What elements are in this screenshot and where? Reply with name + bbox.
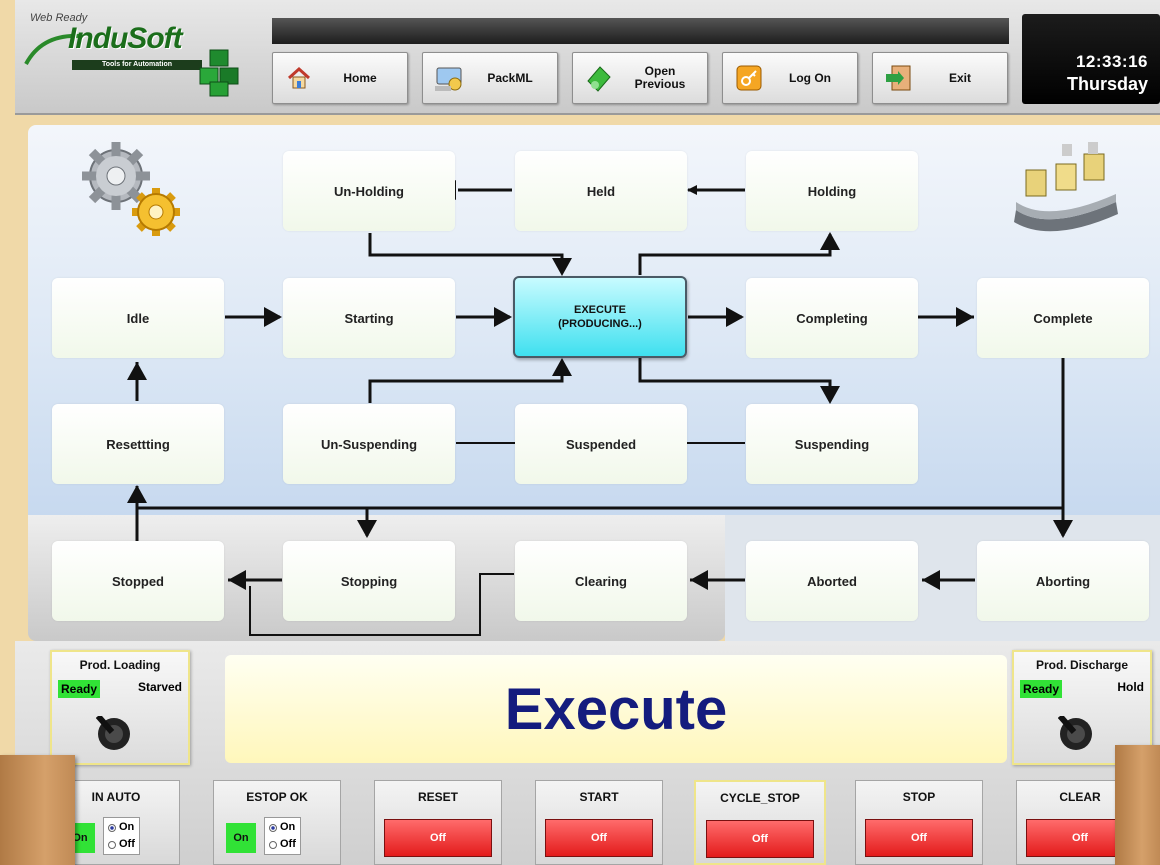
key-icon [729, 58, 769, 98]
state-un-holding[interactable]: Un-Holding [283, 151, 455, 231]
in-auto-radio-group: On Off [103, 817, 140, 855]
open-previous-button-label: Open Previous [634, 64, 686, 91]
clear-title: CLEAR [1059, 790, 1101, 804]
radio-empty-icon [269, 840, 277, 849]
in-auto-title: IN AUTO [91, 790, 141, 804]
radio-selected-icon [108, 823, 116, 832]
state-aborting[interactable]: Aborting [977, 541, 1149, 621]
state-aborted[interactable]: Aborted [746, 541, 918, 621]
state-holding[interactable]: Holding [746, 151, 918, 231]
cycle-stop-button[interactable]: Off [706, 820, 814, 858]
estop-ok-control: ESTOP OK On On Off [213, 780, 341, 865]
gears-icon [82, 142, 180, 236]
stop-title: STOP [902, 790, 936, 804]
state-resetting[interactable]: Resettting [52, 404, 224, 484]
reset-control: RESET Off [374, 780, 502, 865]
state-execute[interactable]: EXECUTE (PRODUCING...) [513, 276, 687, 358]
state-complete[interactable]: Complete [977, 278, 1149, 358]
state-idle[interactable]: Idle [52, 278, 224, 358]
state-un-suspending[interactable]: Un-Suspending [283, 404, 455, 484]
estop-ok-off-radio[interactable]: Off [269, 836, 296, 853]
packml-button[interactable]: PackML [422, 52, 558, 104]
conveyor-icon [1014, 142, 1118, 232]
cardboard-box-right-decoration [1115, 745, 1160, 865]
logo-swoosh-icon [24, 33, 81, 65]
state-held[interactable]: Held [515, 151, 687, 231]
prod-discharge-title: Prod. Discharge [1035, 658, 1129, 672]
radio-empty-icon [108, 840, 116, 849]
cycle-stop-title: CYCLE_STOP [720, 791, 800, 805]
cardboard-box-left-decoration [0, 755, 75, 865]
logo-tagline: Tools for Automation [72, 60, 202, 70]
open-previous-icon [579, 58, 619, 98]
radio-selected-icon [269, 823, 277, 832]
prod-loading-panel: Prod. Loading Ready Starved [50, 650, 190, 765]
cubes-icon [199, 49, 239, 97]
in-auto-off-label: Off [119, 838, 135, 850]
prod-loading-title: Prod. Loading [79, 658, 161, 672]
title-strip [272, 18, 1009, 44]
start-title: START [579, 790, 619, 804]
prod-discharge-hold: Hold [1117, 680, 1144, 694]
estop-ok-indicator: On [226, 823, 256, 853]
start-control: START Off [535, 780, 663, 865]
home-icon [279, 58, 319, 98]
estop-ok-title: ESTOP OK [246, 790, 308, 804]
open-previous-button[interactable]: Open Previous [572, 52, 708, 104]
clock-time: 12:33:16 [1075, 52, 1148, 71]
home-button-label: Home [343, 70, 377, 85]
packml-button-label: PackML [487, 70, 533, 85]
stop-control: STOP Off [855, 780, 983, 865]
state-stopping[interactable]: Stopping [283, 541, 455, 621]
log-on-button-label: Log On [789, 70, 831, 85]
prod-discharge-selector-knob[interactable] [1058, 716, 1094, 752]
clock-display: 12:33:16 Thursday [1022, 14, 1160, 104]
prod-discharge-ready: Ready [1020, 680, 1063, 698]
prod-discharge-panel: Prod. Discharge Ready Hold [1012, 650, 1152, 765]
exit-button-label: Exit [948, 70, 971, 85]
state-suspending[interactable]: Suspending [746, 404, 918, 484]
state-suspended[interactable]: Suspended [515, 404, 687, 484]
stop-button[interactable]: Off [865, 819, 973, 857]
in-auto-on-radio[interactable]: On [108, 819, 135, 836]
indusoft-logo: Web Ready InduSoft Tools for Automation [20, 8, 255, 108]
packml-icon [429, 58, 469, 98]
logo-brand: InduSoft [68, 22, 183, 55]
reset-title: RESET [417, 790, 458, 804]
estop-ok-off-label: Off [280, 838, 296, 850]
in-auto-off-radio[interactable]: Off [108, 836, 135, 853]
clock-day: Thursday [1066, 74, 1148, 94]
exit-button[interactable]: Exit [872, 52, 1008, 104]
current-state-display: Execute [225, 655, 1007, 763]
estop-ok-on-label: On [280, 821, 296, 833]
reset-button[interactable]: Off [384, 819, 492, 857]
in-auto-on-label: On [119, 821, 135, 833]
state-completing[interactable]: Completing [746, 278, 918, 358]
log-on-button[interactable]: Log On [722, 52, 858, 104]
home-button[interactable]: Home [272, 52, 408, 104]
prod-loading-ready: Ready [58, 680, 101, 698]
prod-loading-starved: Starved [137, 680, 182, 694]
state-starting[interactable]: Starting [283, 278, 455, 358]
state-stopped[interactable]: Stopped [52, 541, 224, 621]
start-button[interactable]: Off [545, 819, 653, 857]
exit-icon [879, 58, 919, 98]
estop-ok-radio-group: On Off [264, 817, 301, 855]
cycle-stop-control: CYCLE_STOP Off [694, 780, 826, 865]
state-clearing[interactable]: Clearing [515, 541, 687, 621]
estop-ok-on-radio[interactable]: On [269, 819, 296, 836]
prod-loading-selector-knob[interactable] [96, 716, 132, 752]
logo-web-ready: Web Ready [30, 12, 88, 24]
